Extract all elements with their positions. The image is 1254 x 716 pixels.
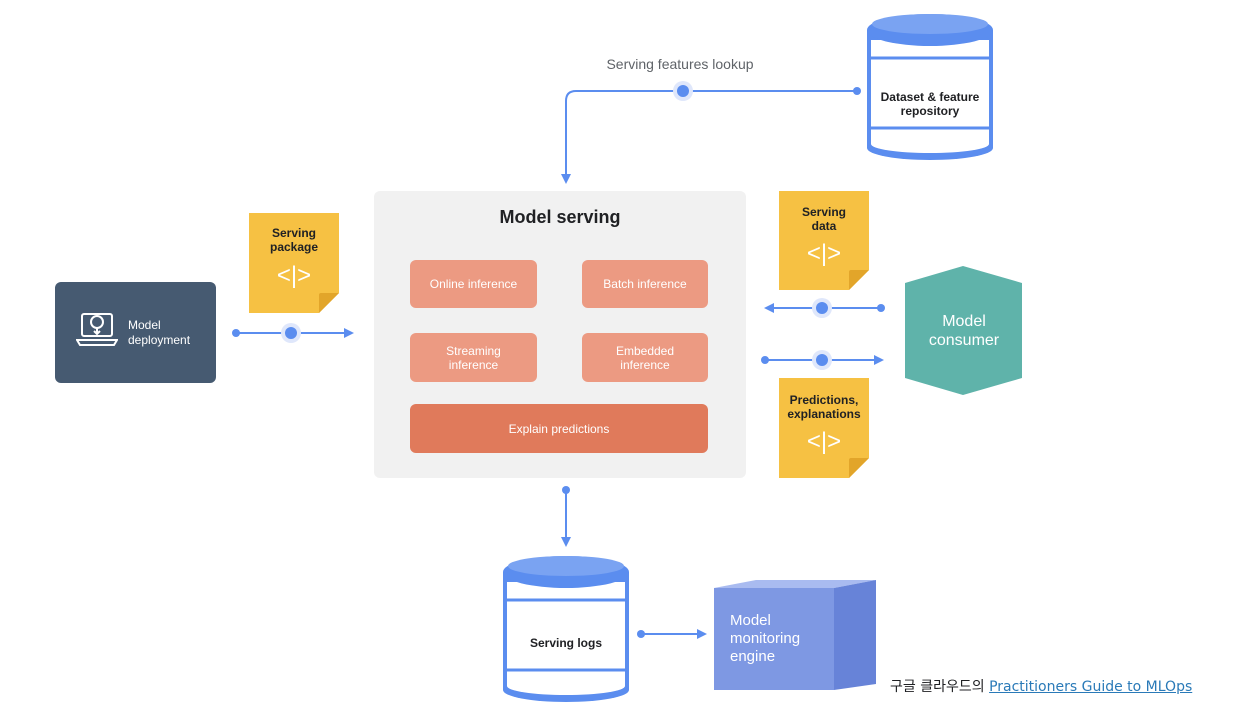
- batch-inference-label: Batch inference: [603, 277, 687, 291]
- code-icon: <|>: [806, 428, 842, 455]
- model-consumer-label: Model consumer: [905, 312, 1023, 350]
- lookup-label: Serving features lookup: [606, 56, 754, 72]
- monitoring-arrow: [637, 629, 707, 639]
- serving-logs-cylinder: [503, 556, 629, 702]
- serving-package-line1: Serving: [271, 226, 316, 240]
- serving-data-line2: data: [811, 219, 837, 233]
- serving-data-note: [779, 191, 869, 290]
- logs-arrow: [561, 486, 571, 547]
- citation-link[interactable]: Practitioners Guide to MLOps: [989, 679, 1193, 695]
- batch-inference-box: Batch inference: [582, 260, 708, 308]
- explain-predictions-label: Explain predictions: [508, 421, 610, 436]
- online-inference-label: Online inference: [429, 277, 518, 291]
- lookup-connector: [561, 81, 861, 184]
- predictions-line1: Predictions,: [789, 393, 859, 407]
- embedded-inference-box: Embedded inference: [582, 333, 708, 382]
- dataset-repository-cylinder: [867, 14, 993, 160]
- citation-prefix: 구글 클라우드의: [890, 679, 990, 695]
- model-serving-title: Model serving: [499, 207, 621, 227]
- code-icon: <|>: [806, 240, 842, 267]
- monitoring-engine-line2: monitoring: [730, 630, 801, 647]
- model-consumer-line1: Model: [942, 313, 986, 330]
- explain-predictions-box: Explain predictions: [410, 404, 708, 453]
- predictions-note: [779, 378, 869, 478]
- serving-data-label: Serving data: [779, 205, 869, 233]
- serving-package-note: [249, 213, 339, 313]
- model-consumer-line2: consumer: [928, 332, 1000, 349]
- serving-package-label: Serving package: [249, 226, 339, 254]
- predictions-arrow: [761, 350, 884, 370]
- deployment-arrow: [232, 323, 354, 343]
- streaming-inference-line1: Streaming: [446, 343, 501, 358]
- code-icon: <|>: [276, 262, 312, 289]
- streaming-inference-box: Streaming inference: [410, 333, 537, 382]
- embedded-inference-line2: inference: [620, 357, 670, 372]
- serving-data-arrow: [764, 298, 885, 318]
- online-inference-box: Online inference: [410, 260, 537, 308]
- serving-logs-label: Serving logs: [529, 636, 603, 650]
- embedded-inference-line1: Embedded: [615, 343, 675, 358]
- repository-label-line2: repository: [900, 104, 960, 118]
- monitoring-engine-line3: engine: [730, 648, 776, 665]
- model-consumer-hexagon: [905, 266, 1022, 395]
- predictions-line2: explanations: [787, 407, 861, 421]
- laptop-deploy-icon: [76, 313, 118, 346]
- monitoring-engine-line1: Model: [730, 612, 771, 629]
- model-deployment-line1: Model: [128, 318, 161, 332]
- predictions-label: Predictions, explanations: [779, 393, 869, 421]
- model-deployment-label: Model deployment: [128, 318, 208, 348]
- repository-label: Dataset & feature repository: [867, 90, 993, 118]
- monitoring-engine-label: Model monitoring engine: [730, 612, 850, 666]
- streaming-inference-line2: inference: [448, 357, 499, 372]
- serving-package-line2: package: [269, 240, 319, 254]
- citation: 구글 클라우드의 Practitioners Guide to MLOps: [890, 676, 1192, 696]
- serving-data-line1: Serving: [801, 205, 846, 219]
- repository-label-line1: Dataset & feature: [880, 90, 980, 104]
- monitoring-engine-cube: [714, 580, 876, 690]
- model-deployment-line2: deployment: [128, 333, 191, 347]
